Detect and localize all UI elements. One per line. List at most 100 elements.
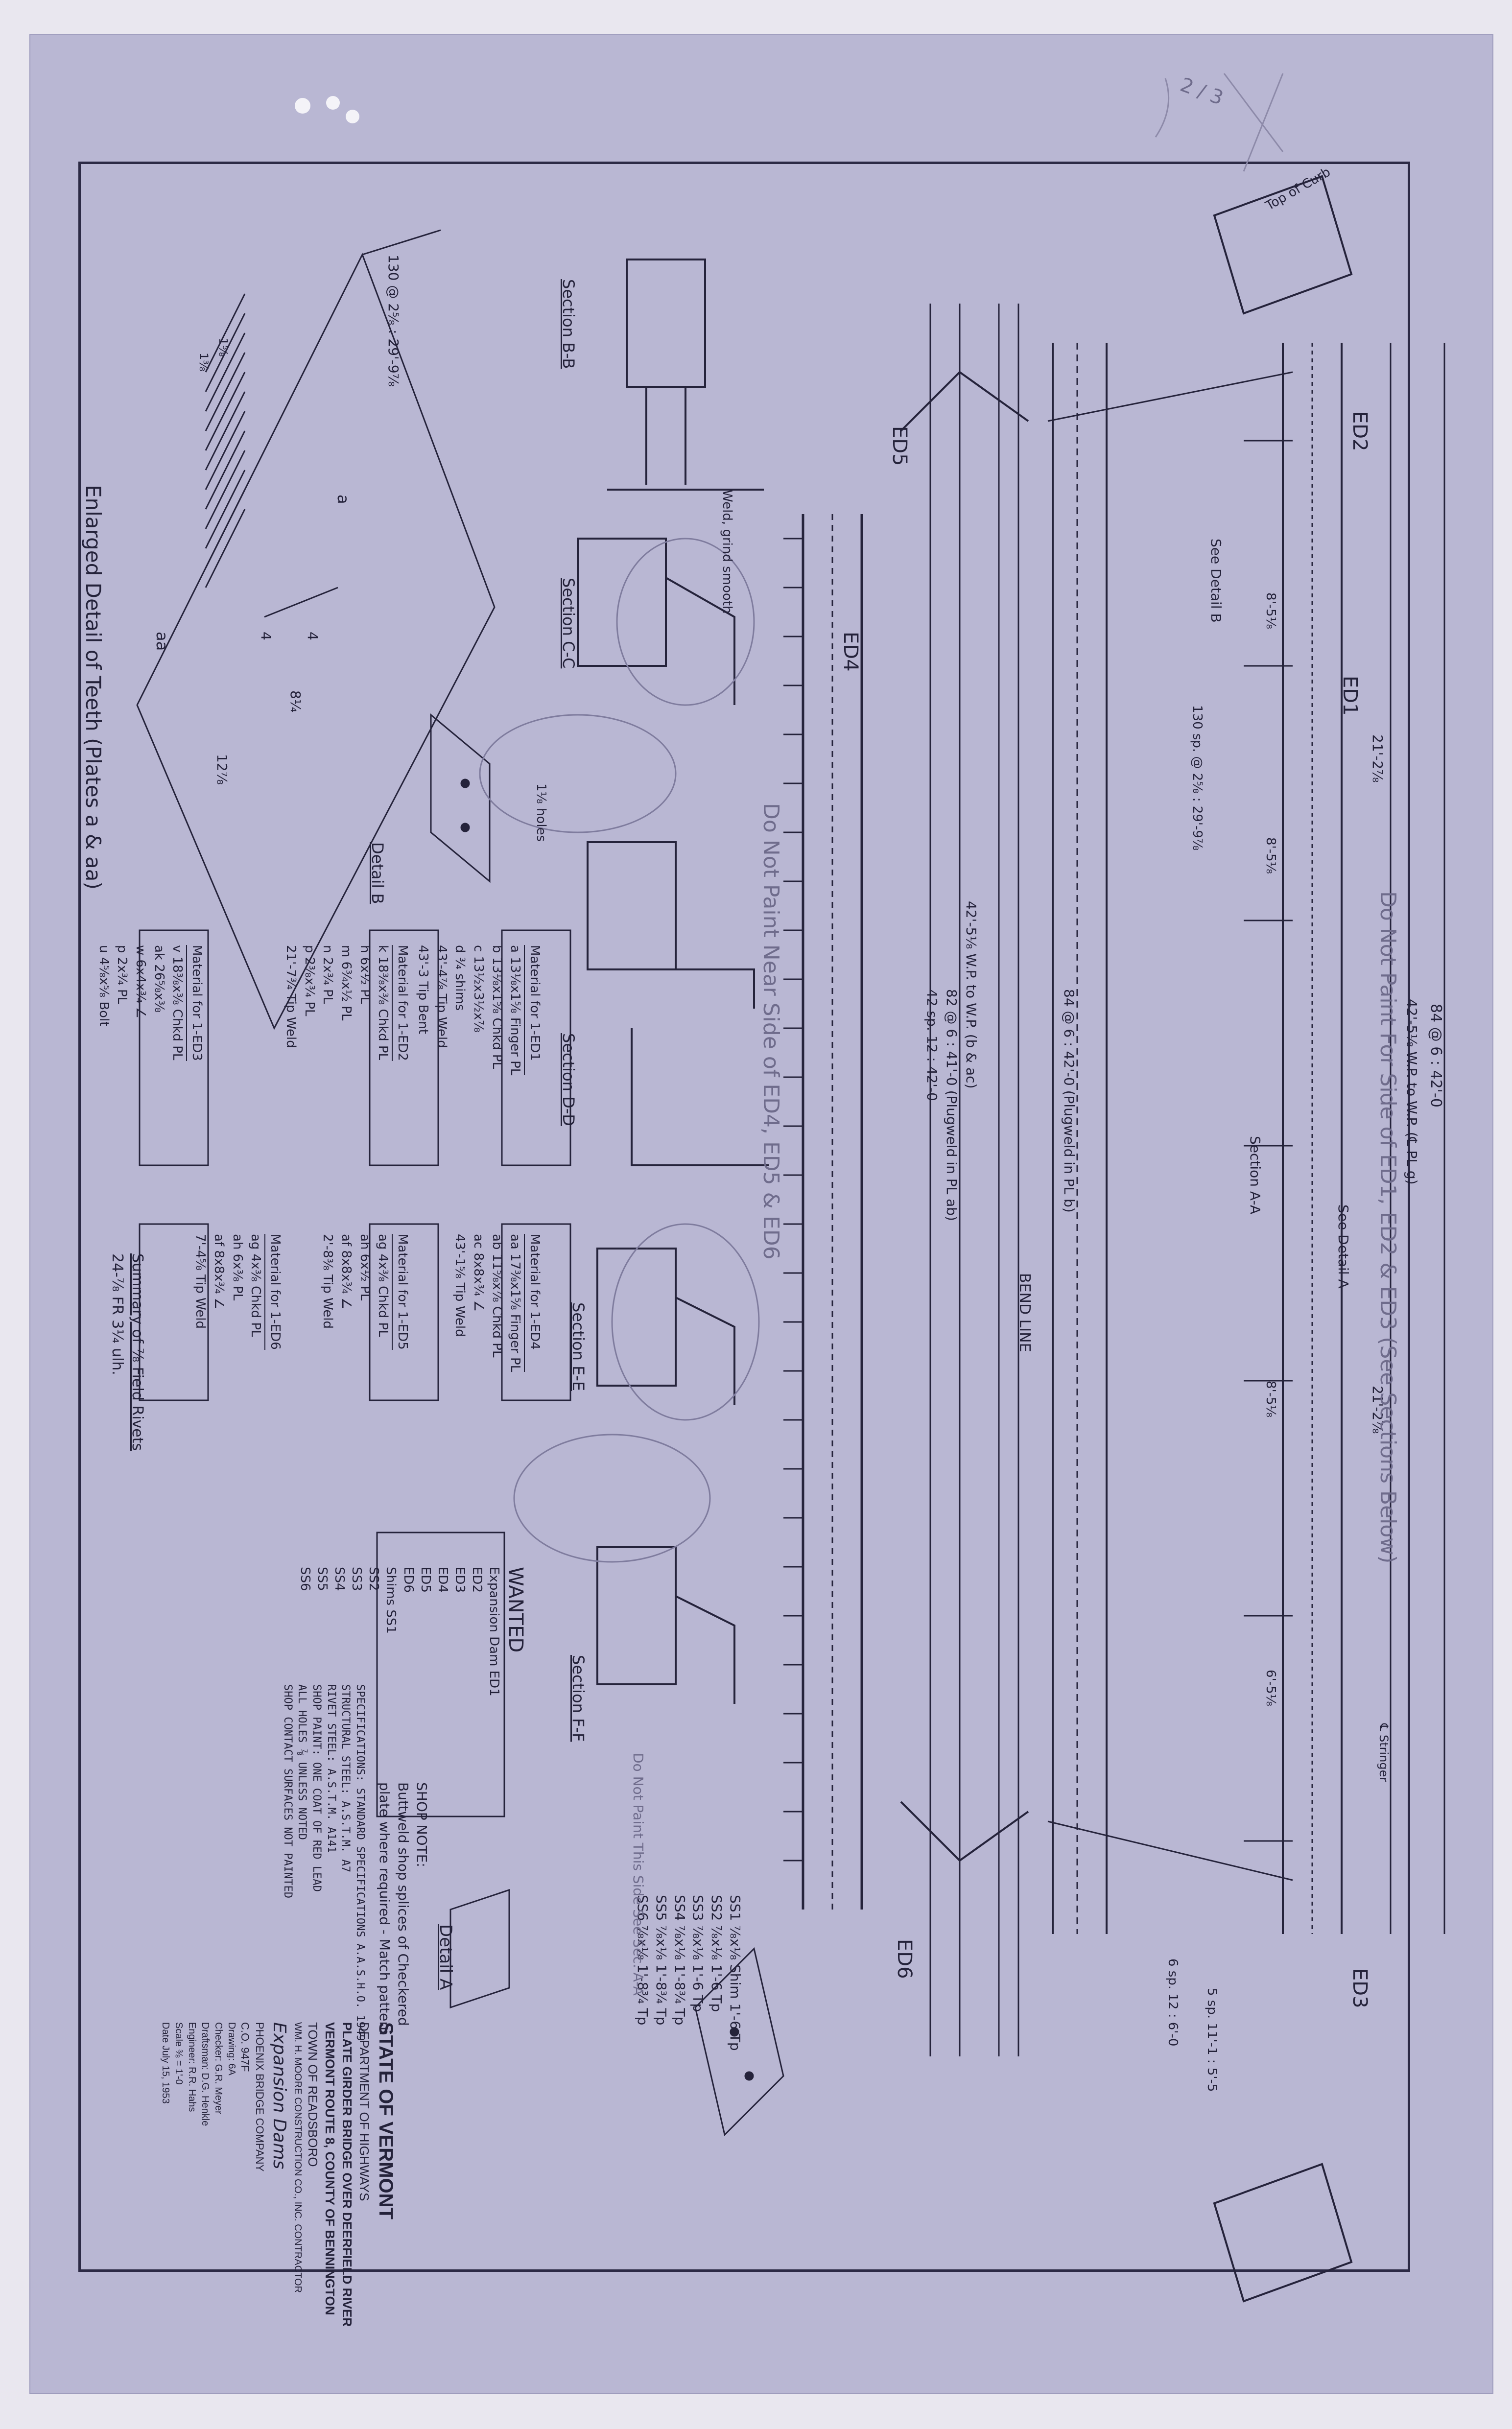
teeth-dim: 130 @ 2⅝ : 29'-9⅞ — [385, 255, 402, 387]
material-row: ac 8x8x¾ ∠ — [471, 1234, 486, 1312]
bend-line-label: BEND LINE — [1016, 1273, 1033, 1352]
paint-note-ed4: Do Not Paint Near Side of ED4, ED5 & ED6 — [758, 803, 783, 1260]
plan-dim: 84 @ 6 : 42'-0 — [1427, 1004, 1444, 1108]
material-row: n 2x¾ PL — [320, 945, 335, 1004]
title-subject: Expansion Dams — [269, 2022, 289, 2170]
material-row: 7'-4⅝ Tip Weld — [193, 1234, 208, 1329]
teeth-detail — [136, 229, 496, 1030]
title-drawing: Drawing: 6A — [226, 2022, 237, 2075]
teeth-dim: 8¼ — [287, 690, 304, 712]
material-row: a 13⅛x1⅝ Finger PL — [508, 945, 523, 1076]
plan-dim: 8'-5⅛ — [1263, 837, 1278, 874]
material-row: p 2⅜x¾ PL — [302, 945, 317, 1016]
plate-label-aa: aa — [153, 632, 171, 651]
material-row: w 6x4x¾ ∠ — [133, 945, 148, 1019]
detail-shapes — [430, 713, 784, 2136]
title-bridge: PLATE GIRDER BRIDGE OVER DEERFIELD RIVER — [339, 2022, 354, 2327]
material-row: 2'-8⅜ Tip Weld — [320, 1234, 335, 1329]
material-row: v 18⅜x⅜ Chkd PL — [170, 945, 185, 1061]
plate-label-a: a — [334, 495, 353, 504]
spec-line: STRUCTURAL STEEL: A.S.T.M. A7 — [339, 1684, 352, 1873]
shop-note-body: Buttweld shop splices of Checkered plate… — [377, 1782, 412, 2036]
plan-dim: 8'-5⅛ — [1263, 1381, 1278, 1417]
material-row: 21'-7¾ Tip Weld — [283, 945, 298, 1048]
plan-dim: 8'-5⅛ — [1263, 592, 1278, 629]
title-date: Date July 15, 1953 — [160, 2022, 171, 2104]
wanted-table: WANTED Expansion Dam ED1 ED2 ED3 ED4 ED5… — [296, 1567, 529, 1697]
shim-row: SS1 ⅞x⅛ Shim 1'-6 Tp — [727, 1895, 743, 2051]
material-row: d ¾ shims — [452, 945, 468, 1011]
plan-dim: 130 sp. @ 2⅝ : 29'-9⅞ — [1190, 705, 1205, 851]
material-row: u 4⅝x⅝ Bolt — [96, 945, 111, 1027]
section-cc-label: Section C-C — [559, 578, 578, 669]
wanted-item: ED5 — [418, 1567, 433, 1593]
title-checker: Checker: G.R. Meyer — [213, 2022, 224, 2114]
plan-dim: 6'-5⅛ — [1263, 1670, 1278, 1706]
plan-dim: 82 @ 6 : 41'-0 (Plugweld in PL ab) — [944, 989, 960, 1221]
title-contractor: WM. H. MOORE CONSTRUCTION CO., INC. CONT… — [292, 2022, 303, 2293]
see-detail-b-label: See Detail B — [1208, 539, 1224, 623]
teeth-dim: 4 — [258, 632, 274, 640]
section-cuts — [577, 259, 769, 1704]
title-engineer: Engineer: R.R. Hahs — [186, 2022, 197, 2112]
corner-scribble — [1155, 73, 1284, 172]
title-town: TOWN OF READSBORO — [305, 2022, 320, 2167]
title-company: PHOENIX BRIDGE COMPANY — [254, 2022, 266, 2172]
title-draftsman: Draftsman: D.G. Henkle — [199, 2022, 211, 2126]
shim-list: SS1 ⅞x⅛ Shim 1'-6 Tp SS2 ⅞x⅛ 1'-6 Tp SS3… — [633, 1895, 744, 2051]
material-row: h 6x½ PL — [357, 945, 372, 1004]
shop-note-title: SHOP NOTE: — [414, 1782, 430, 1867]
teeth-dim: 4 — [305, 632, 321, 640]
section-bb-label: Section B-B — [559, 279, 578, 369]
material-row: k 18⅜x⅜ Chkd PL — [376, 945, 391, 1061]
material-row: ag 4x⅜ Chkd PL — [376, 1234, 391, 1337]
rivet-summary: Summary of ⅞ Field Rivets 24-⅞ FR 3¼ ulh… — [107, 1253, 147, 1451]
title-state: STATE OF VERMONT — [375, 2022, 397, 2219]
plan-dim: 84 @ 6 : 42'-0 (Plugweld in PL b) — [1061, 989, 1077, 1213]
material-row: p 2x¾ PL — [115, 945, 130, 1004]
member-label-ed5: ED5 — [888, 426, 911, 466]
plan-dim: 42 sp. 12 : 42'-0 — [924, 989, 940, 1101]
material-row: ak 26⅝x⅜ — [151, 945, 166, 1013]
material-ed1-title: Material for 1-ED1 — [524, 945, 543, 1076]
material-table-grids — [139, 929, 571, 1817]
material-ed5-title: Material for 1-ED5 — [392, 1234, 411, 1350]
title-contract: C.O. 947F — [239, 2022, 252, 2072]
material-ed3-title: Material for 1-ED3 — [186, 945, 206, 1061]
plan-dim: 42'-5⅛ W.P. to W.P. (b & ac) — [963, 901, 979, 1089]
wanted-item: ED3 — [452, 1567, 467, 1593]
member-label-ed2: ED2 — [1348, 411, 1371, 451]
material-ed6-title: Material for 1-ED6 — [264, 1234, 284, 1350]
plan-view — [783, 175, 1445, 2303]
material-ed1: Material for 1-ED1 a 13⅛x1⅝ Finger PL b … — [413, 945, 543, 1076]
section-dd-label: Section D-D — [559, 1033, 578, 1126]
member-label-ed3: ED3 — [1348, 1968, 1371, 2008]
member-label-ed1: ED1 — [1339, 676, 1361, 716]
material-row: ag 4x⅜ Chkd PL — [248, 1234, 263, 1337]
title-route: VERMONT ROUTE 8, COUNTY OF BENNINGTON — [322, 2022, 337, 2315]
material-row: 43'-1⅝ Tip Weld — [452, 1234, 468, 1337]
wanted-item: SS2 — [366, 1567, 381, 1591]
detail-b-label: Detail B — [368, 842, 387, 904]
teeth-detail-title: Enlarged Detail of Teeth (Plates a & aa) — [81, 485, 105, 890]
plan-dim: 42'-5⅛ W.P. to W.P. (℄ PL g) — [1404, 999, 1420, 1185]
material-ed6: Material for 1-ED6 ag 4x⅜ Chkd PL ah 6x⅜… — [191, 1234, 284, 1350]
title-dept: DEPARTMENT OF HIGHWAYS — [357, 2022, 372, 2201]
material-ed4-title: Material for 1-ED4 — [524, 1234, 543, 1372]
wanted-item: ED2 — [469, 1567, 484, 1593]
material-row: ah 6x½ PL — [357, 1234, 372, 1301]
wanted-item: SS5 — [315, 1567, 330, 1591]
shim-row: SS4 ⅞x⅛ 1'-8¾ Tp — [671, 1895, 688, 2026]
wanted-item: SS4 — [332, 1567, 347, 1591]
plan-dim: 21'-2⅞ — [1370, 734, 1386, 783]
teeth-dim: 1⅜ — [197, 353, 211, 372]
member-label-ed6: ED6 — [893, 1939, 916, 1979]
wanted-item: SS6 — [297, 1567, 312, 1591]
punch-holes — [295, 96, 359, 123]
shim-row: SS2 ⅞x⅛ 1'-6 Tp — [709, 1895, 725, 2012]
wanted-title: WANTED — [504, 1567, 527, 1653]
material-row: b 13⅛x1⅝ Chkd PL — [489, 945, 504, 1069]
material-ed5: Material for 1-ED5 ag 4x⅜ Chkd PL ah 6x½… — [318, 1234, 411, 1350]
pencil-loops — [479, 538, 760, 1563]
